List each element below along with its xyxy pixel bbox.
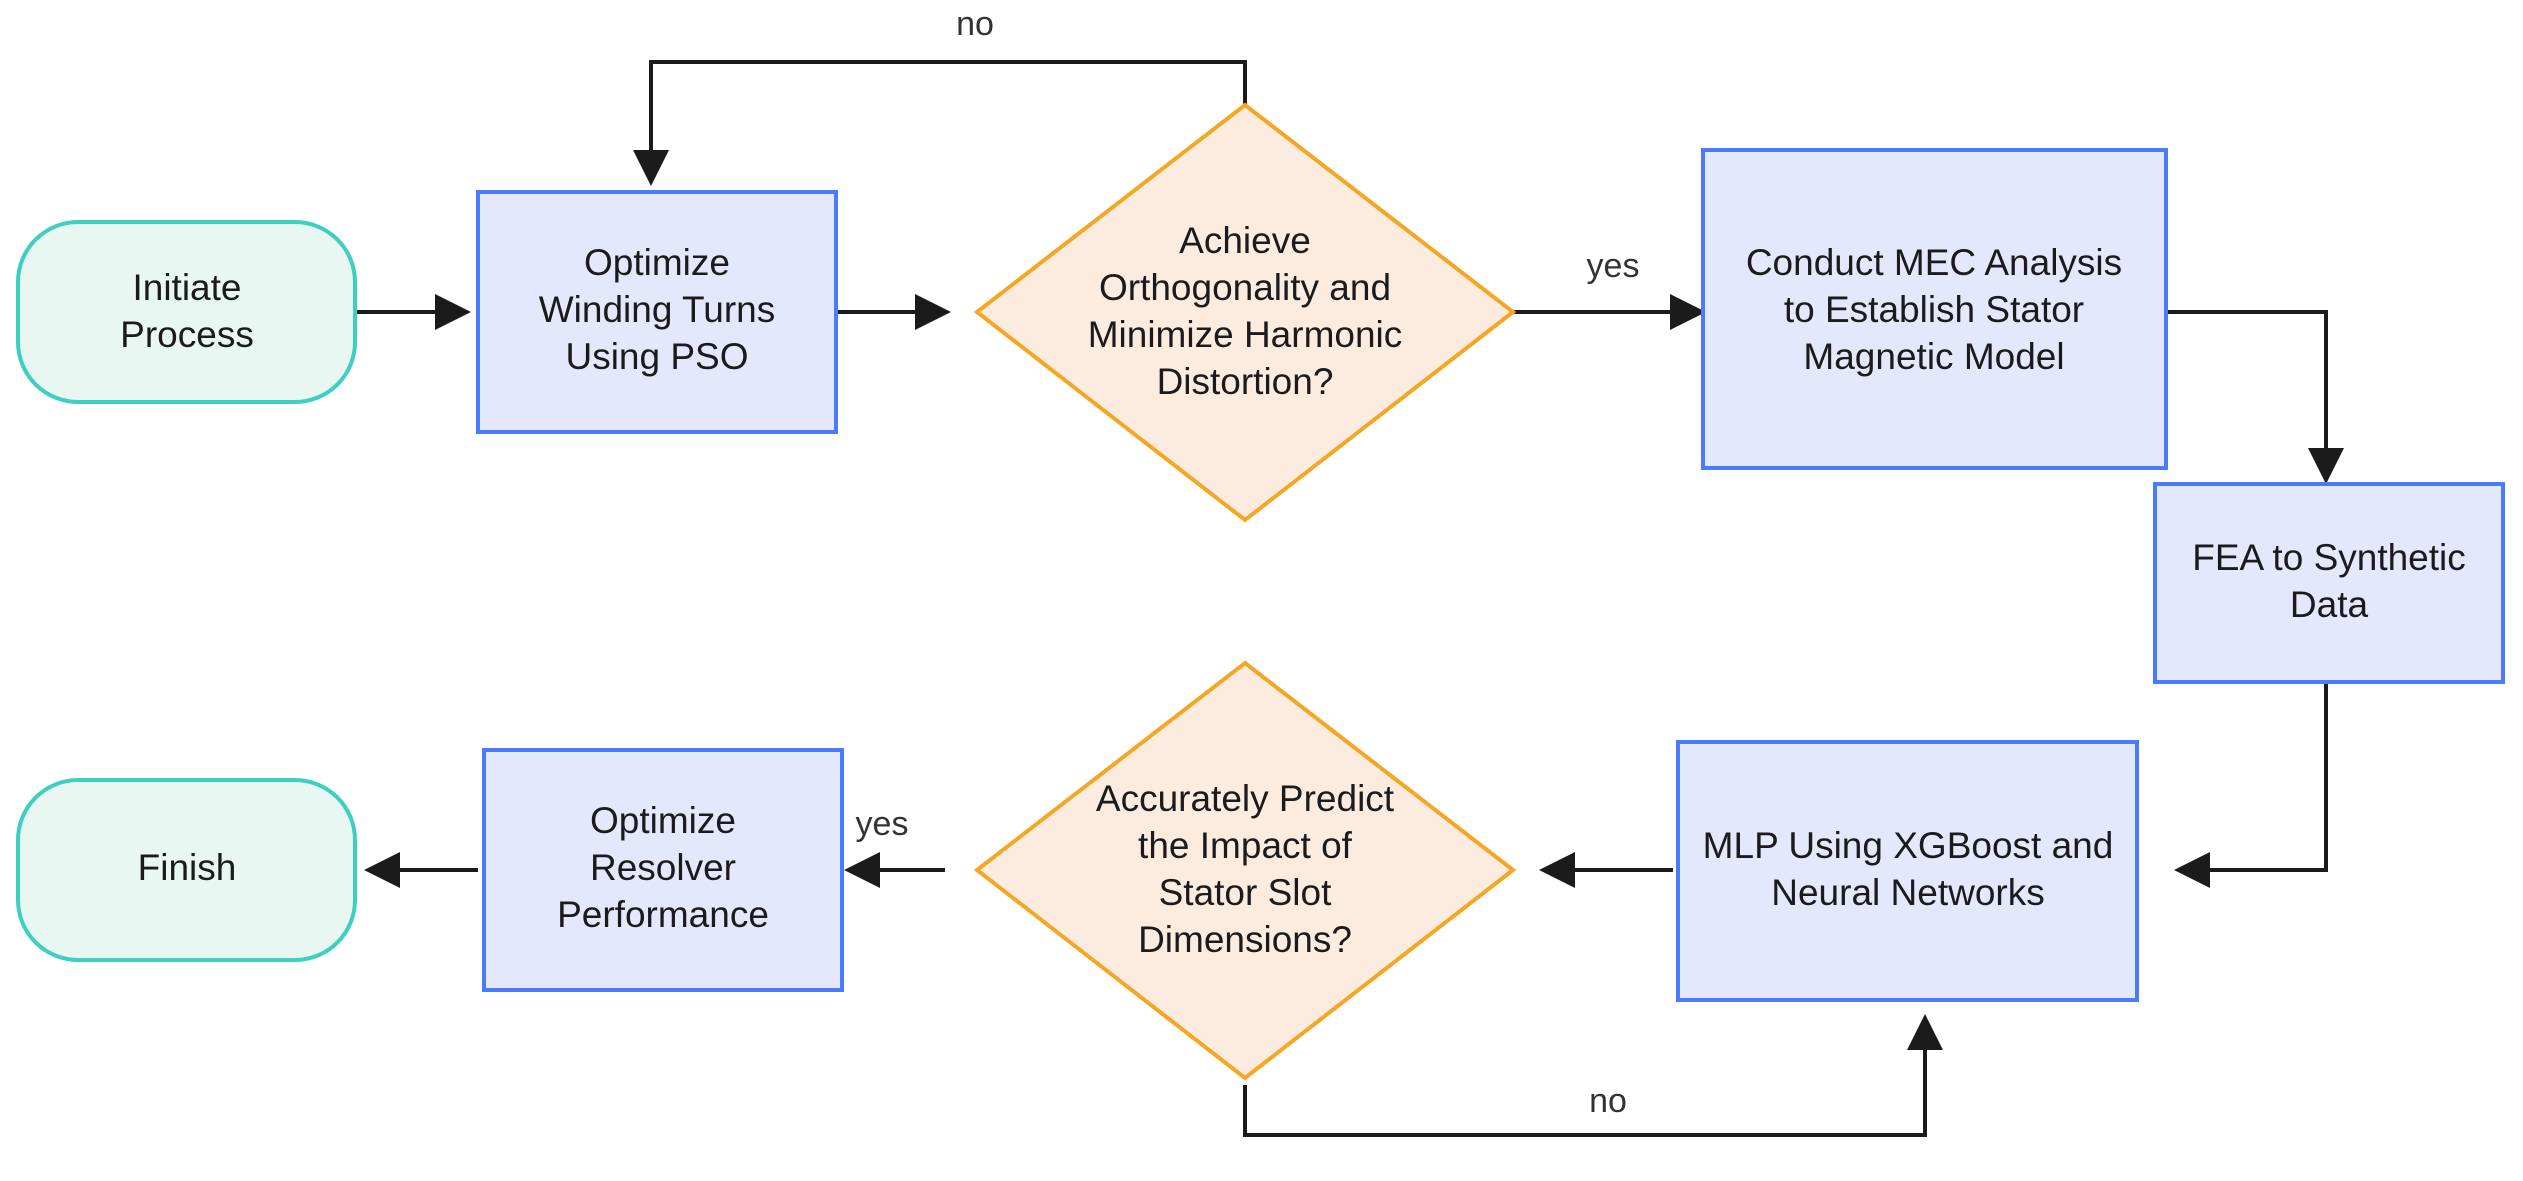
conduct-mec-analysis-shape (1701, 148, 2168, 470)
decision-orthogonality-shape (973, 102, 1517, 523)
initiate-process-label-line1: Initiate (132, 267, 241, 308)
initiate-process-label-line2: Process (120, 314, 254, 355)
fea-synthetic-data-label-line1: FEA to Synthetic (2192, 537, 2466, 578)
decision-orthogonality-label-line1: Achieve (1179, 220, 1311, 261)
conduct-mec-analysis-label-line3: Magnetic Model (1803, 336, 2064, 377)
decision-orthogonality-label-line4: Distortion? (1157, 361, 1334, 402)
decision-orthogonality-label-line2: Orthogonality and (1099, 267, 1391, 308)
node-optimize-resolver[interactable]: Optimize Resolver Performance (482, 748, 844, 992)
optimize-resolver-label-line3: Performance (557, 894, 769, 935)
decision-stator-slot-label-line2: the Impact of (1138, 825, 1353, 866)
node-finish[interactable]: Finish (16, 778, 357, 962)
mlp-xgboost-shape (1676, 740, 2139, 1002)
decision-stator-slot-shape (973, 660, 1517, 1081)
decision-orthogonality-label-line3: Minimize Harmonic (1088, 314, 1403, 355)
node-fea-synthetic-data[interactable]: FEA to Synthetic Data (2153, 482, 2505, 684)
mlp-xgboost-label-line2: Neural Networks (1771, 872, 2044, 913)
conduct-mec-analysis-label-line2: to Establish Stator (1784, 289, 2084, 330)
edge-label-no-bottom: no (1589, 1082, 1627, 1120)
optimize-resolver-label-line1: Optimize (590, 800, 736, 841)
edge-label-yes-top: yes (1587, 247, 1640, 285)
edge-decision1-no-to-pso (633, 60, 1247, 186)
edge-label-yes-bottom: yes (856, 805, 909, 843)
edge-label-no-top: no (956, 5, 994, 43)
optimize-winding-turns-label-line2: Winding Turns (539, 289, 776, 330)
optimize-winding-turns-label-line3: Using PSO (565, 336, 748, 377)
finish-label: Finish (138, 847, 237, 888)
node-decision-orthogonality[interactable]: Achieve Orthogonality and Minimize Harmo… (973, 102, 1517, 523)
node-conduct-mec-analysis[interactable]: Conduct MEC Analysis to Establish Stator… (1701, 148, 2168, 470)
decision-stator-slot-label-line1: Accurately Predict (1096, 778, 1395, 819)
optimize-winding-turns-shape (476, 190, 838, 434)
conduct-mec-analysis-label-line1: Conduct MEC Analysis (1746, 242, 2122, 283)
mlp-xgboost-label-line1: MLP Using XGBoost and (1703, 825, 2114, 866)
initiate-process-shape (16, 220, 357, 404)
fea-synthetic-data-label-line2: Data (2290, 584, 2369, 625)
optimize-resolver-label-line2: Resolver (590, 847, 736, 888)
fea-synthetic-data-shape (2153, 482, 2505, 684)
edge-decision2-no-to-mlp (1243, 1014, 1943, 1137)
node-mlp-xgboost[interactable]: MLP Using XGBoost and Neural Networks (1676, 740, 2139, 1002)
decision-stator-slot-label-line3: Stator Slot (1159, 872, 1332, 913)
optimize-winding-turns-label-line1: Optimize (584, 242, 730, 283)
node-decision-stator-slot[interactable]: Accurately Predict the Impact of Stator … (973, 660, 1517, 1081)
node-initiate-process[interactable]: Initiate Process (16, 220, 357, 404)
node-optimize-winding-turns[interactable]: Optimize Winding Turns Using PSO (476, 190, 838, 434)
decision-stator-slot-label-line4: Dimensions? (1138, 919, 1352, 960)
edge-fea-to-mlp (2174, 684, 2328, 888)
edge-mec-to-fea (2166, 310, 2344, 484)
finish-shape (16, 778, 357, 962)
optimize-resolver-shape (482, 748, 844, 992)
